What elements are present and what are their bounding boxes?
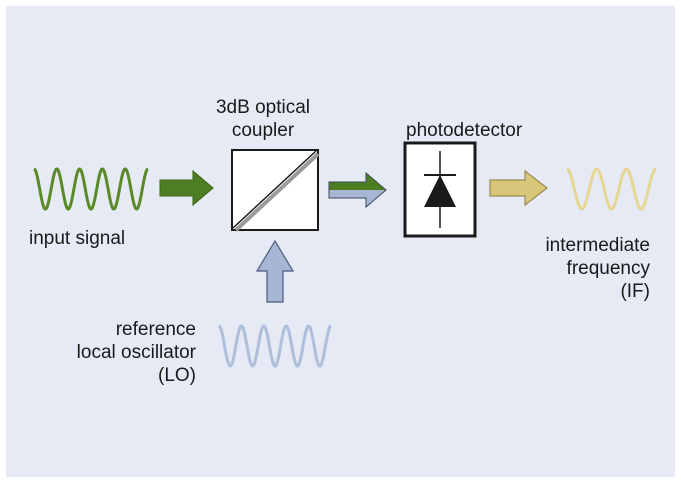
optical-coupler	[231, 149, 320, 232]
coupler-label-line2: coupler	[231, 120, 295, 141]
input-signal-wave	[33, 167, 149, 211]
lo-label: reference local oscillator (LO)	[40, 318, 196, 387]
lo-label-line2: local oscillator	[76, 342, 196, 363]
combined-arrow	[328, 171, 387, 209]
lo-signal-wave	[218, 324, 332, 368]
photodetector-label: photodetector	[406, 120, 523, 141]
coupler-label: 3dB optical coupler	[188, 96, 338, 142]
lo-label-line3: (LO)	[158, 365, 196, 386]
if-arrow	[489, 169, 548, 207]
diagram-background	[6, 6, 675, 477]
if-label: intermediate frequency (IF)	[500, 234, 650, 303]
input-signal-label: input signal	[29, 228, 126, 249]
if-signal-wave	[566, 167, 657, 211]
lo-label-line1: reference	[115, 319, 196, 340]
diode-icon	[424, 175, 456, 207]
input-arrow	[159, 169, 214, 207]
photodetector-box	[403, 141, 477, 238]
if-label-line3: (IF)	[620, 281, 650, 302]
lo-arrow	[255, 239, 295, 303]
coupler-label-line1: 3dB optical	[215, 97, 310, 118]
if-label-line1: intermediate	[545, 235, 650, 256]
if-label-line2: frequency	[566, 258, 650, 279]
